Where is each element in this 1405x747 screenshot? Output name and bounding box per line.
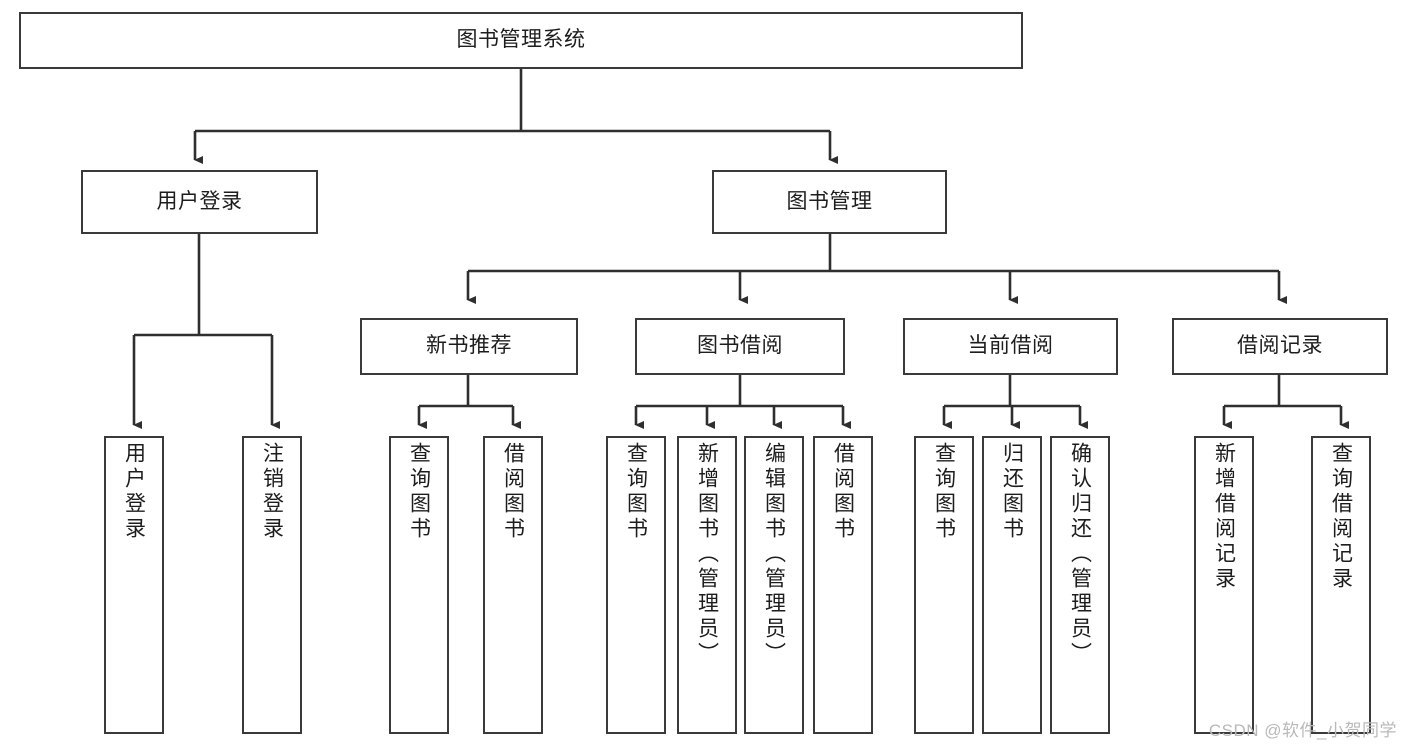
leaf-current-query-book[interactable]: 查询图书 xyxy=(914,436,974,734)
leaf-user-logout[interactable]: 注销登录 xyxy=(242,436,302,734)
node-new-book-recommend[interactable]: 新书推荐 xyxy=(360,318,578,375)
node-label: 确认归还（管理员） xyxy=(1068,442,1092,667)
node-label: 查询图书 xyxy=(407,442,431,542)
leaf-recommend-query-book[interactable]: 查询图书 xyxy=(389,436,449,734)
leaf-current-return-book[interactable]: 归还图书 xyxy=(982,436,1042,734)
node-book-borrow[interactable]: 图书借阅 xyxy=(635,318,845,375)
node-label: 新书推荐 xyxy=(426,334,512,358)
node-root-system[interactable]: 图书管理系统 xyxy=(19,12,1023,69)
leaf-borrow-borrow-book[interactable]: 借阅图书 xyxy=(813,436,873,734)
leaf-current-confirm-return-admin[interactable]: 确认归还（管理员） xyxy=(1050,436,1110,734)
leaf-record-add-record[interactable]: 新增借阅记录 xyxy=(1194,436,1254,734)
leaf-borrow-edit-book-admin[interactable]: 编辑图书（管理员） xyxy=(744,436,804,734)
node-label: 新增借阅记录 xyxy=(1212,442,1236,592)
leaf-borrow-add-book-admin[interactable]: 新增图书（管理员） xyxy=(677,436,737,734)
leaf-borrow-query-book[interactable]: 查询图书 xyxy=(606,436,666,734)
node-label: 借阅图书 xyxy=(501,442,525,542)
node-label: 用户登录 xyxy=(122,442,146,542)
node-current-borrow[interactable]: 当前借阅 xyxy=(903,318,1118,375)
leaf-recommend-borrow-book[interactable]: 借阅图书 xyxy=(483,436,543,734)
node-user-login[interactable]: 用户登录 xyxy=(81,170,318,234)
watermark: CSDN @软件_小贺同学 xyxy=(1208,721,1397,740)
node-borrow-record[interactable]: 借阅记录 xyxy=(1172,318,1388,375)
node-book-management[interactable]: 图书管理 xyxy=(712,170,947,234)
node-label: 用户登录 xyxy=(156,189,243,213)
node-label: 新增图书（管理员） xyxy=(695,442,719,667)
node-label: 查询图书 xyxy=(624,442,648,542)
leaf-record-query-record[interactable]: 查询借阅记录 xyxy=(1311,436,1371,734)
node-label: 编辑图书（管理员） xyxy=(762,442,786,667)
node-label: 归还图书 xyxy=(1000,442,1024,542)
node-label: 查询图书 xyxy=(932,442,956,542)
node-label: 借阅图书 xyxy=(831,442,855,542)
leaf-user-login[interactable]: 用户登录 xyxy=(104,436,164,734)
node-label: 图书管理系统 xyxy=(456,28,586,52)
node-label: 当前借阅 xyxy=(967,334,1054,358)
node-label: 图书管理 xyxy=(786,189,873,213)
node-label: 借阅记录 xyxy=(1237,334,1323,358)
node-label: 注销登录 xyxy=(260,442,284,542)
node-label: 查询借阅记录 xyxy=(1329,442,1353,592)
node-label: 图书借阅 xyxy=(697,334,783,358)
